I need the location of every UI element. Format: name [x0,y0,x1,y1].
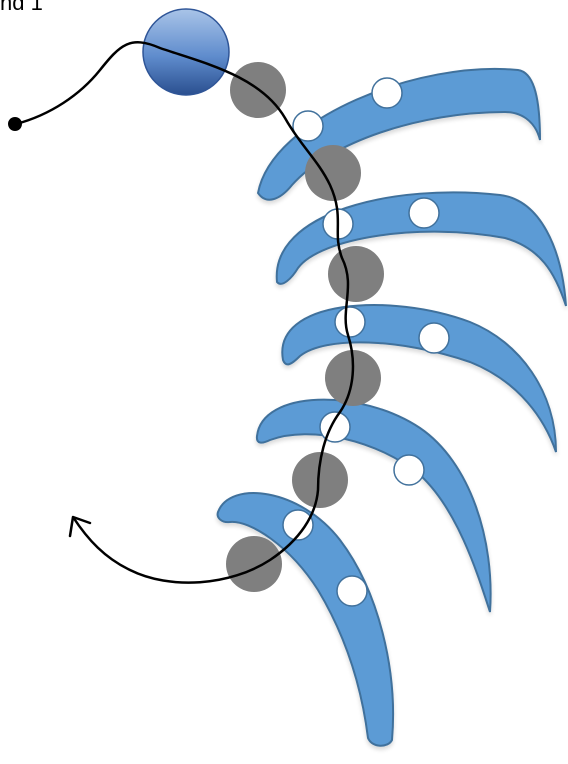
band-5 [216,492,395,747]
hole [336,575,368,607]
gray-bead [328,246,384,302]
band-holes [282,77,450,607]
thread-arrowhead [68,515,92,538]
hole [319,411,351,443]
thread-path [15,41,355,584]
hole [282,509,314,541]
hole [418,322,450,354]
thread-start-dot [8,117,22,131]
gray-bead [305,145,361,201]
hole [393,454,425,486]
gray-bead [226,536,282,592]
gray-bead [292,452,348,508]
hole [408,197,440,229]
hole [371,77,403,109]
band-4 [255,398,492,613]
hole [292,110,324,142]
hole [334,306,366,338]
top-bead [142,8,230,96]
step-label: nd 1 [0,0,43,15]
